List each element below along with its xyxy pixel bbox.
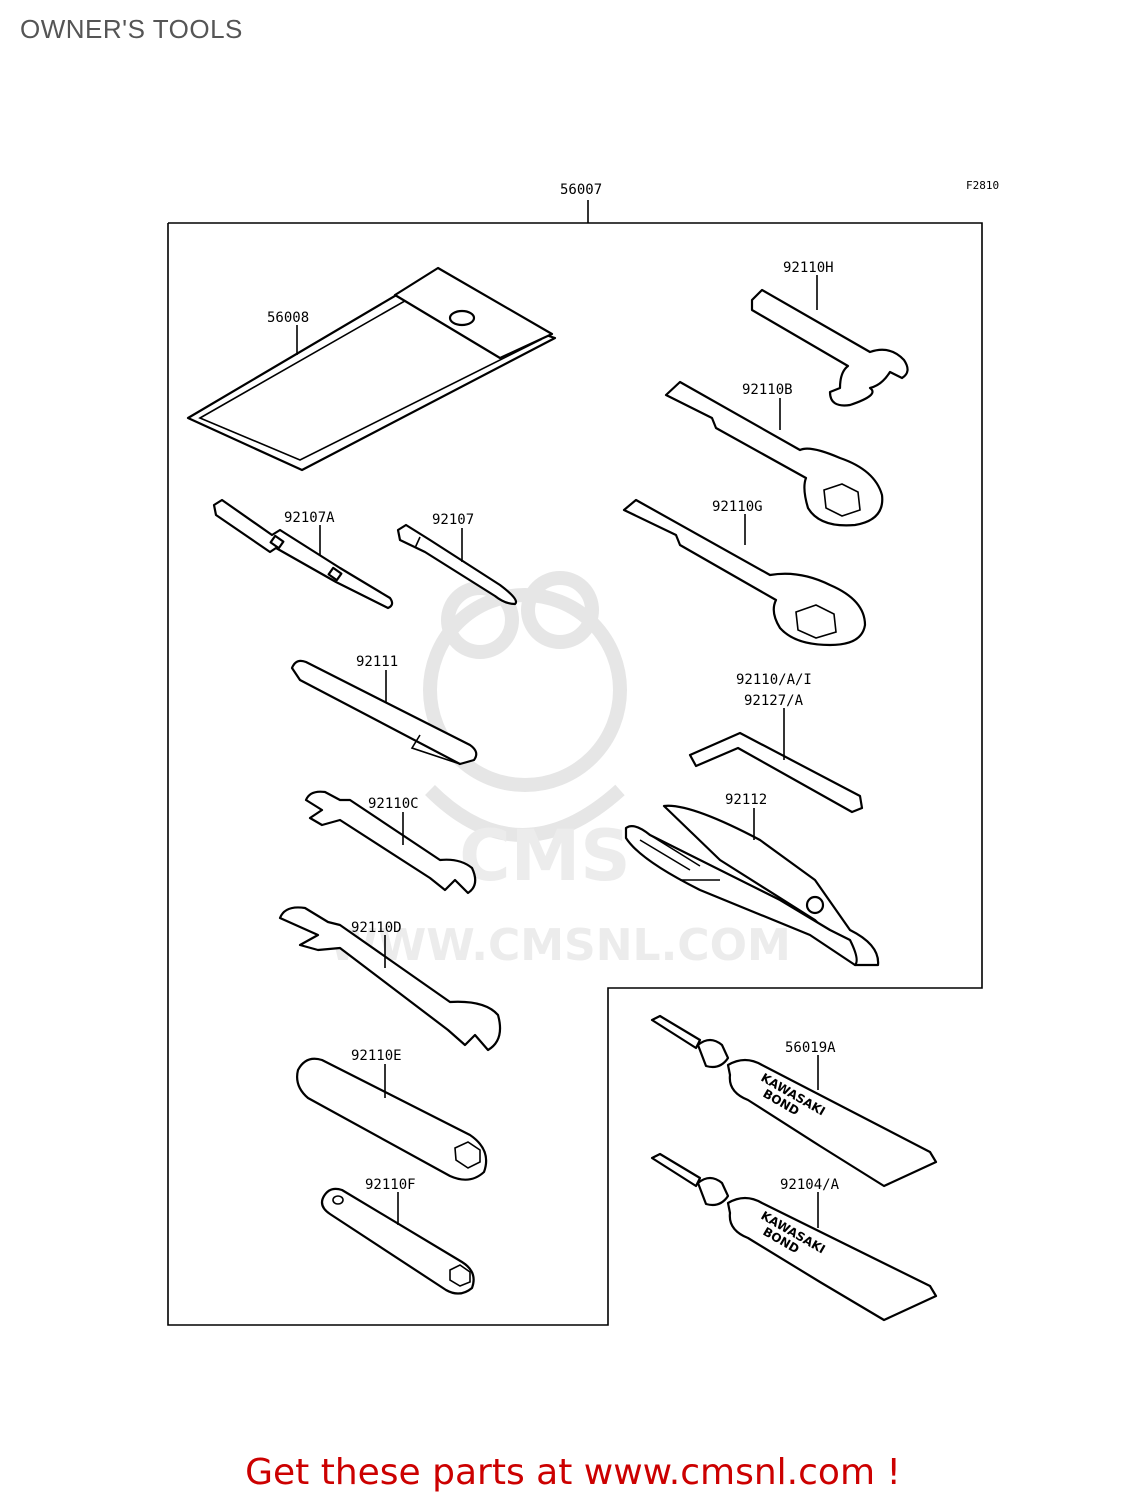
part-label-92110C: 92110C xyxy=(368,796,419,812)
part-92110D-spanner-wrench xyxy=(278,906,502,1052)
watermark-logo-chin xyxy=(425,784,625,842)
part-92107-screwdriver-bit xyxy=(396,523,518,606)
part-label-92107A: 92107A xyxy=(284,510,335,526)
part-92110C-spanner-wrench xyxy=(304,790,477,895)
watermark-url: WWW.CMSNL.COM xyxy=(329,920,791,971)
part-92110G-ring-wrench xyxy=(622,498,867,647)
exploded-parts-diagram: CMS WWW.CMSNL.COM F2810 56007 56008 9211… xyxy=(167,179,999,1326)
tool-kit-boundary xyxy=(167,222,983,1326)
part-56019A-kawasaki-bond-tube: KAWASAKI BOND xyxy=(650,1014,938,1188)
watermark-logo-text: CMS xyxy=(459,815,630,897)
part-label-56008: 56008 xyxy=(267,310,309,326)
part-92112-pliers xyxy=(624,804,880,967)
part-56008-tool-bag xyxy=(186,266,557,472)
part-label-92110F: 92110F xyxy=(365,1177,416,1193)
part-label-92104A: 92104/A xyxy=(780,1177,840,1193)
figure-code: F2810 xyxy=(966,179,999,192)
part-label-92110G: 92110G xyxy=(712,499,763,515)
part-label-92107: 92107 xyxy=(432,512,474,528)
part-92110AI-hex-key xyxy=(688,731,864,814)
part-label-92110AI: 92110/A/I xyxy=(736,672,812,688)
part-92110F-plug-spanner xyxy=(320,1187,475,1295)
part-92107A-screwdriver xyxy=(212,498,394,610)
part-92110H-hook-wrench xyxy=(750,288,909,407)
part-label-56007: 56007 xyxy=(560,182,602,198)
watermark: CMS WWW.CMSNL.COM xyxy=(329,571,791,971)
part-label-92110H: 92110H xyxy=(783,260,834,276)
promo-footer-link[interactable]: Get these parts at www.cmsnl.com ! xyxy=(245,1452,901,1493)
part-label-92110B: 92110B xyxy=(742,382,793,398)
part-label-92111: 92111 xyxy=(356,654,398,670)
part-92110B-ring-wrench xyxy=(664,380,884,527)
page-title: OWNER'S TOOLS xyxy=(20,14,243,44)
part-label-92112: 92112 xyxy=(725,792,767,808)
part-92111-extension-handle xyxy=(290,659,478,766)
part-label-92110D: 92110D xyxy=(351,920,402,936)
part-92110E-box-spanner xyxy=(296,1057,488,1181)
watermark-logo-goggle-right xyxy=(521,571,599,649)
part-label-92110E: 92110E xyxy=(351,1048,402,1064)
part-label-56019A: 56019A xyxy=(785,1040,836,1056)
part-label-92127A: 92127/A xyxy=(744,693,804,709)
watermark-logo-goggle-left xyxy=(441,581,519,659)
